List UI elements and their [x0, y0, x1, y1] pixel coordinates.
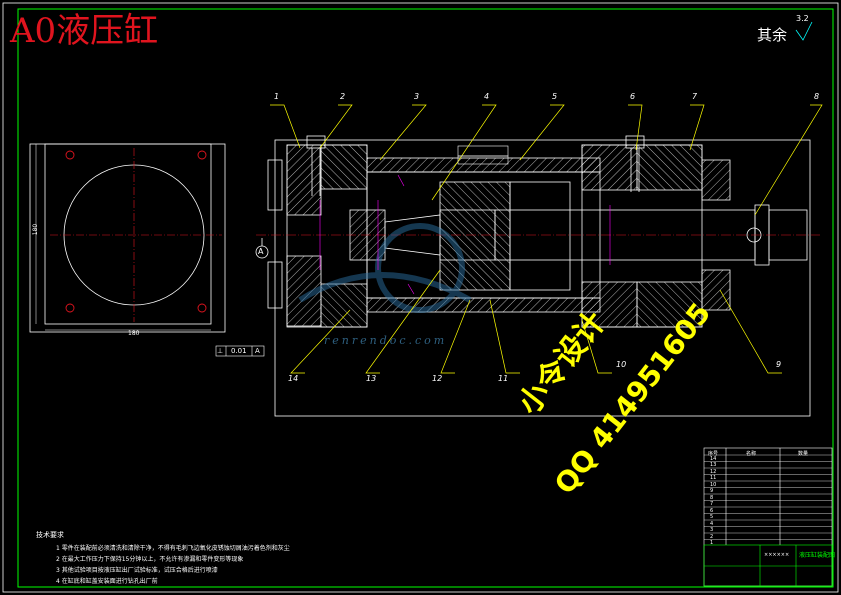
hydraulic-cylinder-section: [267, 135, 808, 328]
note-item: 2 在最大工作压力下保持15分钟以上，不允许有渗漏和零件变形等现象: [56, 556, 244, 563]
part-balloon-2: 2: [340, 92, 346, 101]
part-balloon-9: 9: [776, 360, 782, 369]
title-block: [703, 447, 833, 587]
notes-heading: 技术要求: [36, 531, 64, 539]
main-view-frame: [274, 139, 811, 417]
title-block-rows: [704, 454, 832, 540]
tb-row-id: 10: [710, 481, 717, 488]
side-height-dim: 180: [32, 223, 40, 236]
technical-notes: 技术要求 1 零件在装配前必须清洗和清除干净，不得有毛刺飞边氧化皮锈蚀切屑油污着…: [36, 530, 290, 587]
school-name: ××××××: [764, 552, 790, 558]
tb-row-id: 9: [710, 488, 714, 494]
datum-label: A: [258, 247, 264, 256]
tolerance-frames: [215, 145, 509, 357]
part-balloon-4: 4: [484, 92, 490, 101]
part-balloon-5: 5: [552, 92, 558, 101]
tb-header-name: 名称: [746, 451, 757, 457]
tb-row-id: 3: [710, 527, 714, 533]
part-balloon-11: 11: [498, 374, 509, 383]
tb-row-id: 5: [710, 514, 714, 520]
tb-row-id: 6: [710, 507, 714, 514]
part-balloon-13: 13: [366, 374, 377, 383]
leader-lines: [270, 104, 823, 374]
tb-row-id: 8: [710, 494, 714, 501]
side-view: [29, 143, 226, 333]
tolerance-symbol: ⊥: [217, 347, 224, 355]
roughness-symbol: [795, 21, 813, 41]
note-item: 3 其他试验项目按液压缸出厂试验标准，试压合格后进行喷漆: [56, 567, 218, 574]
tb-header-qty: 数量: [798, 451, 809, 457]
note-item: 1 零件在装配前必须清洗和清除干净，不得有毛刺飞边氧化皮锈蚀切屑油污着色剂和灰尘: [56, 545, 290, 552]
tb-row-id: 2: [710, 533, 714, 540]
drawing-name: 液压缸装配图: [799, 552, 836, 559]
tolerance-datum: A: [255, 347, 260, 355]
part-balloon-8: 8: [814, 92, 820, 101]
tb-row-id: 14: [710, 455, 717, 462]
part-balloon-10: 10: [616, 360, 627, 369]
watermark-url: renrendoc.com: [324, 334, 448, 347]
part-balloon-14: 14: [288, 374, 299, 383]
tolerance-value: 0.01: [231, 347, 247, 355]
dimension-marks: [319, 174, 611, 295]
tb-row-id: 11: [710, 475, 717, 481]
part-balloon-7: 7: [692, 92, 698, 101]
tb-row-id: 12: [710, 468, 717, 475]
drawing-frame: [17, 8, 834, 588]
note-item: 4 在缸底和缸盖安装面进行钻孔出厂前: [56, 578, 158, 585]
tb-header-no: 序号: [708, 451, 719, 457]
side-width-dim: 180: [128, 330, 140, 337]
drawing-title: A0液压缸: [10, 11, 159, 51]
part-balloon-3: 3: [414, 92, 420, 101]
tb-row-id: 13: [710, 462, 717, 468]
part-balloon-6: 6: [630, 92, 636, 101]
tb-row-id: 7: [710, 501, 714, 507]
tb-row-id: 4: [710, 520, 714, 527]
part-balloon-1: 1: [274, 92, 280, 101]
datum-symbol: [255, 238, 269, 259]
part-balloon-12: 12: [432, 374, 443, 383]
roughness-value: 3.2: [796, 14, 809, 23]
tb-row-id: 1: [710, 540, 714, 546]
roughness-label: 其余: [757, 26, 788, 44]
